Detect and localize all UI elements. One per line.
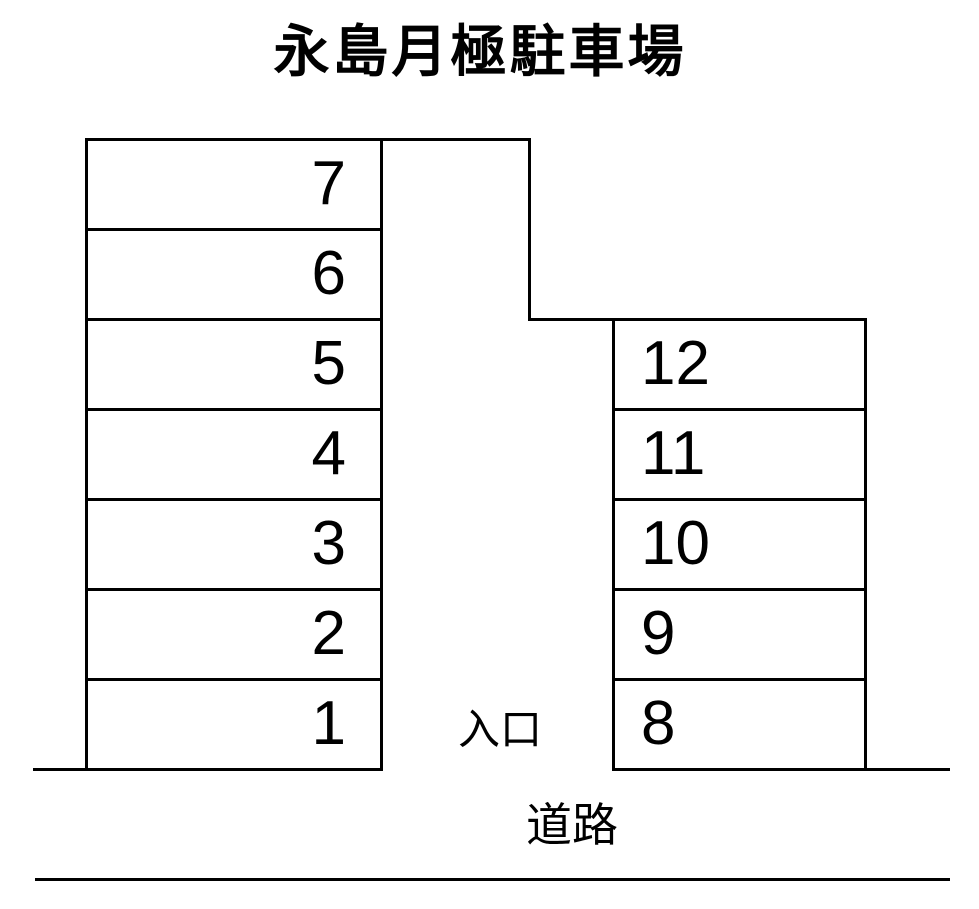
parking-spot-2: 2 [85, 588, 383, 681]
parking-spot-9: 9 [612, 588, 867, 681]
parking-spot-7: 7 [85, 138, 383, 231]
road-upper-line-left [33, 768, 88, 771]
parking-spot-3: 3 [85, 498, 383, 591]
entrance-label: 入口 [457, 706, 542, 753]
boundary-line-top-extension [383, 138, 529, 141]
road-upper-line-right [864, 768, 950, 771]
road-label: 道路 [526, 799, 618, 851]
road-lower-line [35, 878, 950, 881]
parking-spot-12: 12 [612, 318, 867, 411]
parking-spot-4: 4 [85, 408, 383, 501]
parking-spot-10: 10 [612, 498, 867, 591]
boundary-line-driveway-right [528, 138, 531, 321]
parking-spot-6: 6 [85, 228, 383, 321]
parking-spot-8: 8 [612, 678, 867, 771]
parking-spot-5: 5 [85, 318, 383, 411]
parking-spot-1: 1 [85, 678, 383, 771]
boundary-line-notch-bottom [528, 318, 615, 321]
parking-spot-11: 11 [612, 408, 867, 501]
diagram-title: 永島月極駐車場 [273, 20, 687, 83]
